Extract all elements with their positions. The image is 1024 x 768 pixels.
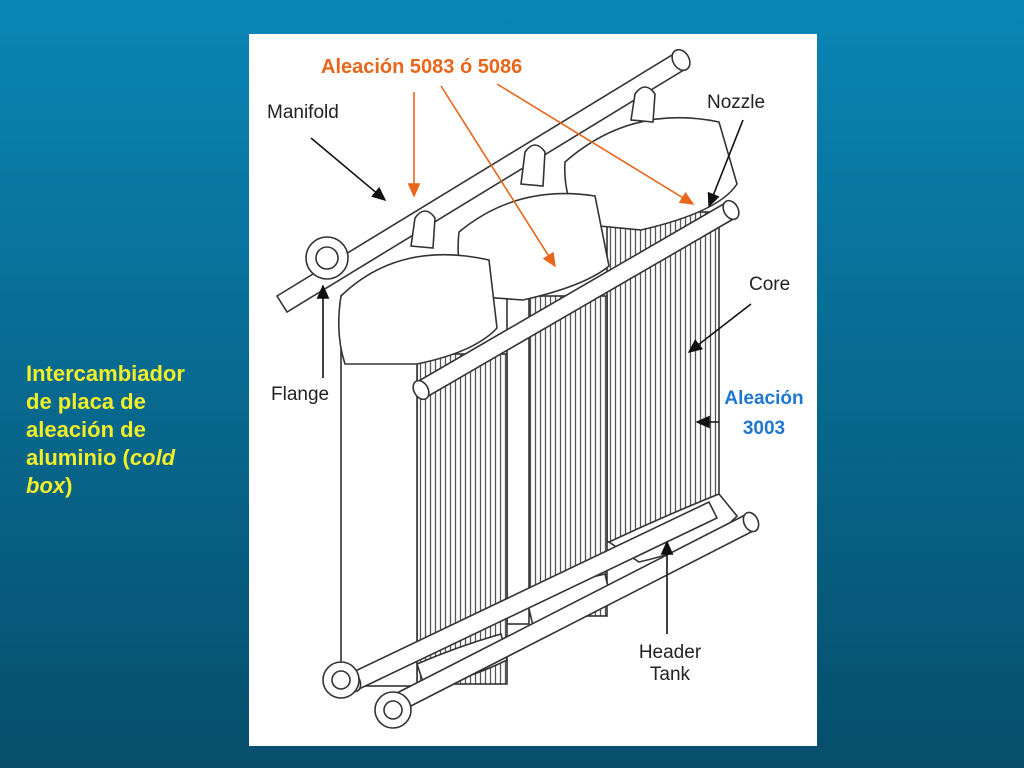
header-tank-label: Header Tank [635,642,705,686]
alloy-3003-line-2: 3003 [742,418,786,439]
caption-italic: cold [129,445,176,470]
caption-line-4: aluminio (cold [26,444,241,472]
core-label: Core [749,274,791,295]
nozzle-label: Nozzle [707,92,766,113]
heat-exchanger-drawing [275,48,760,729]
caption-line-3: aleación de [26,417,146,442]
orange-arrows [407,83,695,268]
alloy-3003-label: Aleación 3003 [709,384,819,444]
caption-text: ) [65,473,73,498]
caption-text: aluminio ( [26,445,130,470]
caption-line-2: de placa de [26,389,146,414]
manifold-label: Manifold [267,102,339,123]
header-tank-line-2: Tank [649,664,691,685]
caption-line-5: box) [26,472,241,500]
alloy-5083-label: Aleación 5083 ó 5086 [321,56,523,78]
header-tank-line-1: Header [638,642,702,663]
slide-caption: Intercambiador de placa de aleación de a… [26,360,241,500]
pointer-arrows [310,119,752,634]
flange-label: Flange [271,384,330,405]
caption-line-1: Intercambiador [26,361,185,386]
diagram-panel: Aleación 5083 ó 5086 Manifold Nozzle Cor… [249,34,817,746]
alloy-3003-line-1: Aleación [724,388,804,409]
exchanger-body [275,48,760,729]
caption-italic: box [26,473,66,498]
